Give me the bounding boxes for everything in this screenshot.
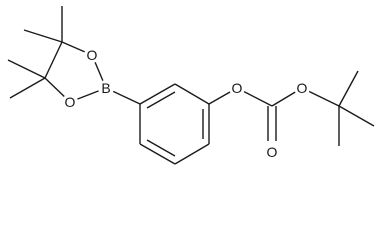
carbonyl-oxygen-label: O bbox=[267, 144, 278, 160]
bond-methyl-4 bbox=[9, 77, 46, 99]
bond-methyl-3 bbox=[7, 59, 46, 79]
benzene-ring bbox=[105, 83, 210, 165]
boron-label: B bbox=[101, 80, 110, 96]
ring-bond-2 bbox=[174, 83, 210, 105]
ester-oxygen-label: O bbox=[297, 80, 308, 96]
ring-bond-4 bbox=[174, 143, 210, 165]
ring-oxygen-bottom-label: O bbox=[65, 94, 76, 110]
bond-tbu-methyl-1 bbox=[338, 70, 359, 107]
bond-quaternary-c-c bbox=[44, 41, 63, 79]
atom-labels: B O O O O O bbox=[62, 47, 310, 160]
aryl-oxygen-label: O bbox=[232, 80, 243, 96]
bond-methyl-2 bbox=[23, 29, 63, 43]
bond-tbu-methyl-2 bbox=[338, 105, 375, 127]
ring-bond-1 bbox=[139, 83, 176, 105]
ring-bond-5 bbox=[139, 143, 176, 165]
ring-oxygen-top-label: O bbox=[87, 47, 98, 63]
ring-double-bond-3 bbox=[146, 139, 176, 157]
molecule-diagram: B O O O O O bbox=[7, 6, 375, 165]
ring-double-bond-1 bbox=[146, 91, 176, 109]
